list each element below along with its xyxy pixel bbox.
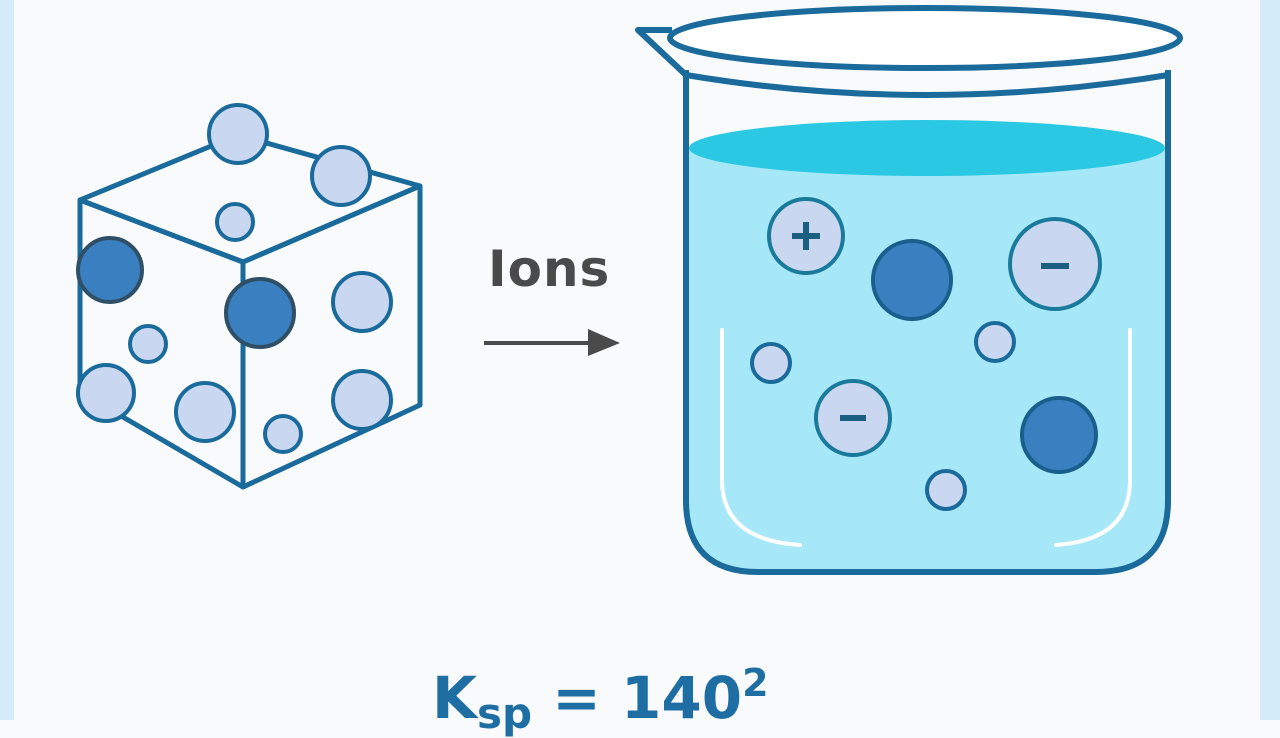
ion-dark [871, 239, 953, 321]
ion-light [750, 342, 792, 384]
anion [814, 379, 892, 457]
ksp-formula: Ksp = 1402 [432, 664, 769, 735]
ion-dark [1020, 396, 1098, 474]
ion-light [331, 369, 393, 431]
ion-light [925, 469, 967, 511]
cube-right-face [240, 183, 423, 490]
formula-value: 140 [621, 664, 743, 732]
ion-light [76, 363, 136, 423]
ion-light [207, 103, 269, 165]
ions-label: Ions [488, 240, 611, 298]
beaker-highlight-right [1054, 328, 1132, 547]
ion-dark [224, 277, 296, 349]
cation [767, 197, 845, 275]
arrow-icon [484, 329, 620, 356]
dissolved-ions [750, 197, 1102, 511]
beaker-highlight-left [720, 328, 802, 547]
ion-light [310, 145, 372, 207]
ion-light [174, 381, 236, 443]
water-surface [689, 120, 1165, 176]
crystal-ions [76, 103, 393, 454]
plus-icon [792, 222, 820, 250]
crystal-cube [77, 132, 423, 490]
formula-k: K [432, 664, 477, 732]
beaker-rim [667, 5, 1183, 71]
ion-light [215, 202, 255, 242]
anion [1008, 217, 1102, 311]
beaker-wall [683, 70, 1171, 575]
left-border-band [0, 0, 14, 720]
formula-equals: = [532, 664, 622, 732]
ion-light [128, 324, 168, 364]
ion-light [331, 271, 393, 333]
formula-subscript: sp [476, 689, 533, 738]
right-border-band [1260, 0, 1280, 720]
formula-superscript: 2 [742, 661, 769, 705]
ion-light [263, 414, 303, 454]
diagram-canvas [76, 5, 1183, 575]
beaker-rim-lower [685, 72, 1169, 98]
beaker-spout [635, 27, 689, 78]
ion-light [974, 321, 1016, 363]
ion-dark [76, 236, 144, 304]
